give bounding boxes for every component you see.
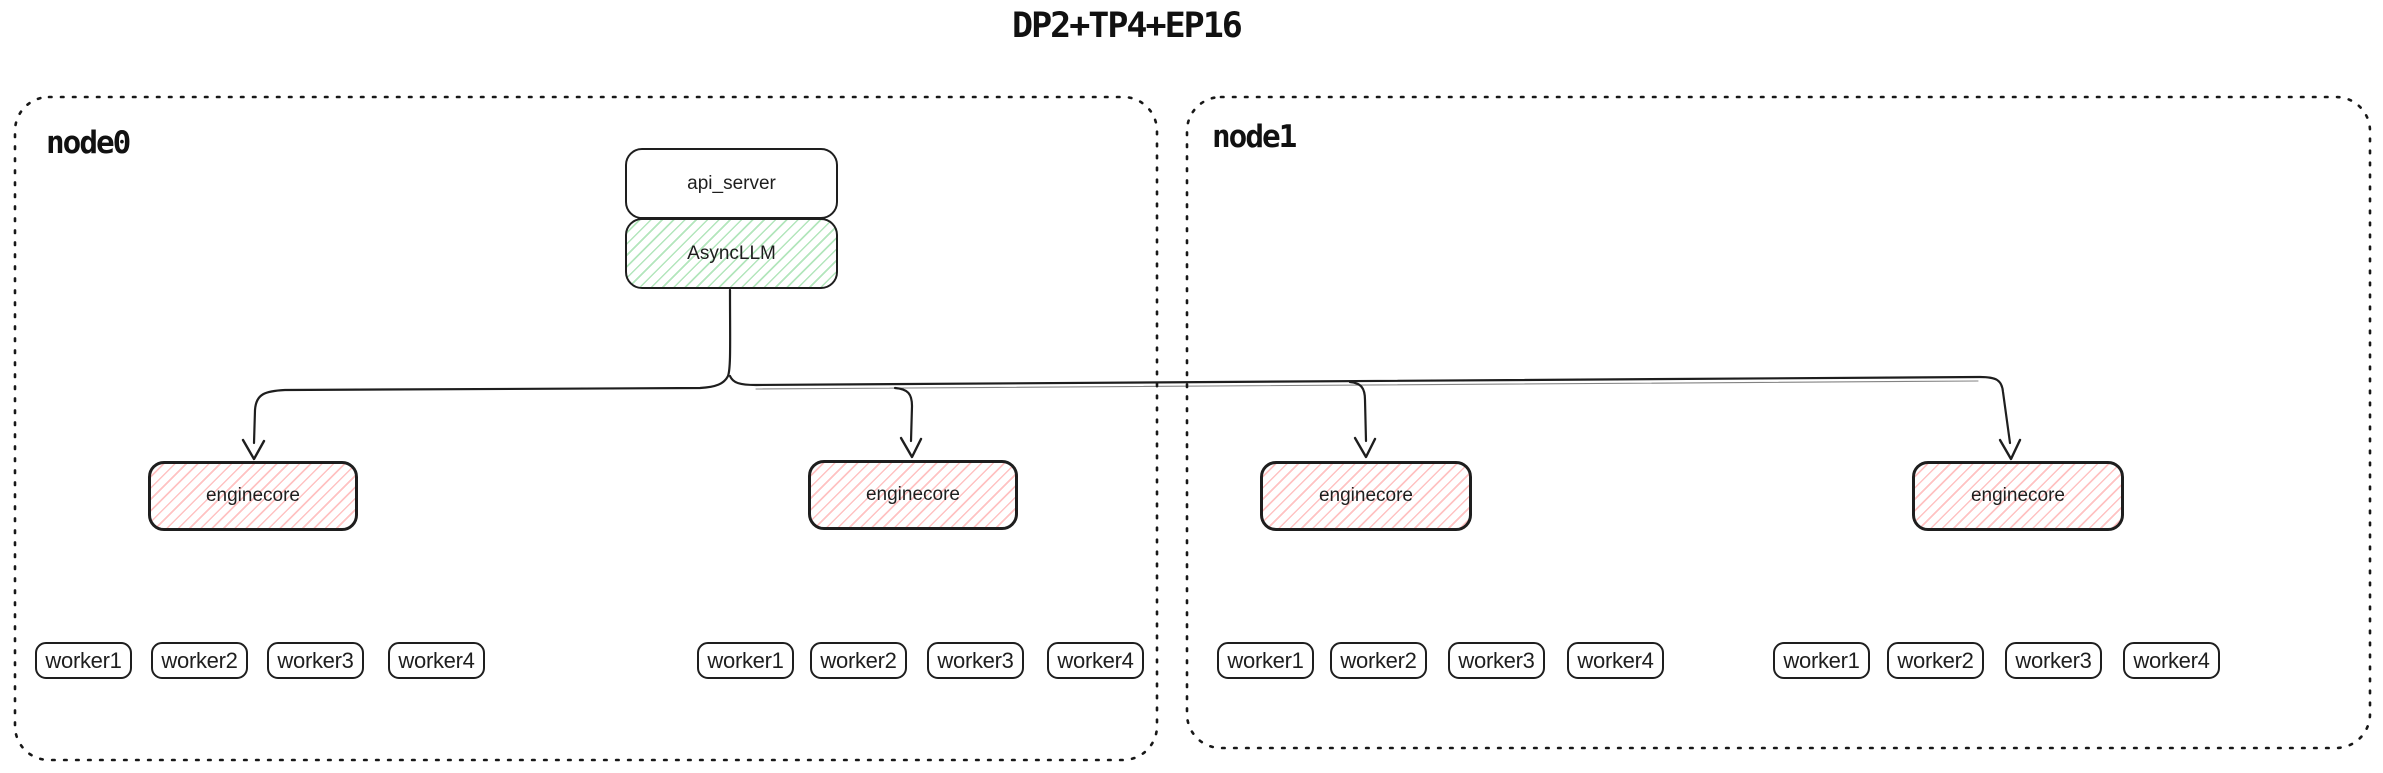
worker-box: worker4 (1567, 642, 1664, 679)
node1-outline (1185, 95, 2372, 750)
connector-left-run (252, 288, 732, 445)
worker-box: worker1 (35, 642, 132, 679)
worker-box: worker1 (697, 642, 794, 679)
worker-box: worker2 (810, 642, 907, 679)
async-llm-box: AsyncLLM (625, 218, 838, 289)
connector-branch-2 (893, 386, 914, 443)
worker-box: worker2 (1330, 642, 1427, 679)
node0-label: node0 (46, 125, 131, 161)
diagram-title: DP2+TP4+EP16 (1012, 6, 1243, 46)
worker-box: worker3 (267, 642, 364, 679)
enginecore-box-3: enginecore (1260, 461, 1472, 531)
arrow-down-icon (899, 436, 923, 459)
worker-box: worker4 (388, 642, 485, 679)
arrow-down-icon (1998, 438, 2022, 461)
arrow-down-icon (1353, 436, 1377, 459)
api-server-box: api_server (625, 148, 838, 219)
enginecore-box-1: enginecore (148, 461, 358, 531)
enginecore-box-2: enginecore (808, 460, 1018, 530)
worker-box: worker1 (1217, 642, 1314, 679)
node1-label: node1 (1212, 119, 1297, 155)
worker-box: worker2 (1887, 642, 1984, 679)
connector-branch-3 (1348, 380, 1368, 443)
connector-double-stroke (755, 380, 1979, 390)
enginecore-box-4: enginecore (1912, 461, 2124, 531)
worker-box: worker3 (927, 642, 1024, 679)
worker-box: worker1 (1773, 642, 1870, 679)
worker-box: worker4 (2123, 642, 2220, 679)
connector-right-run (728, 374, 2012, 445)
arrow-down-icon (241, 438, 266, 461)
worker-box: worker2 (151, 642, 248, 679)
worker-box: worker3 (2005, 642, 2102, 679)
worker-box: worker3 (1448, 642, 1545, 679)
worker-box: worker4 (1047, 642, 1144, 679)
